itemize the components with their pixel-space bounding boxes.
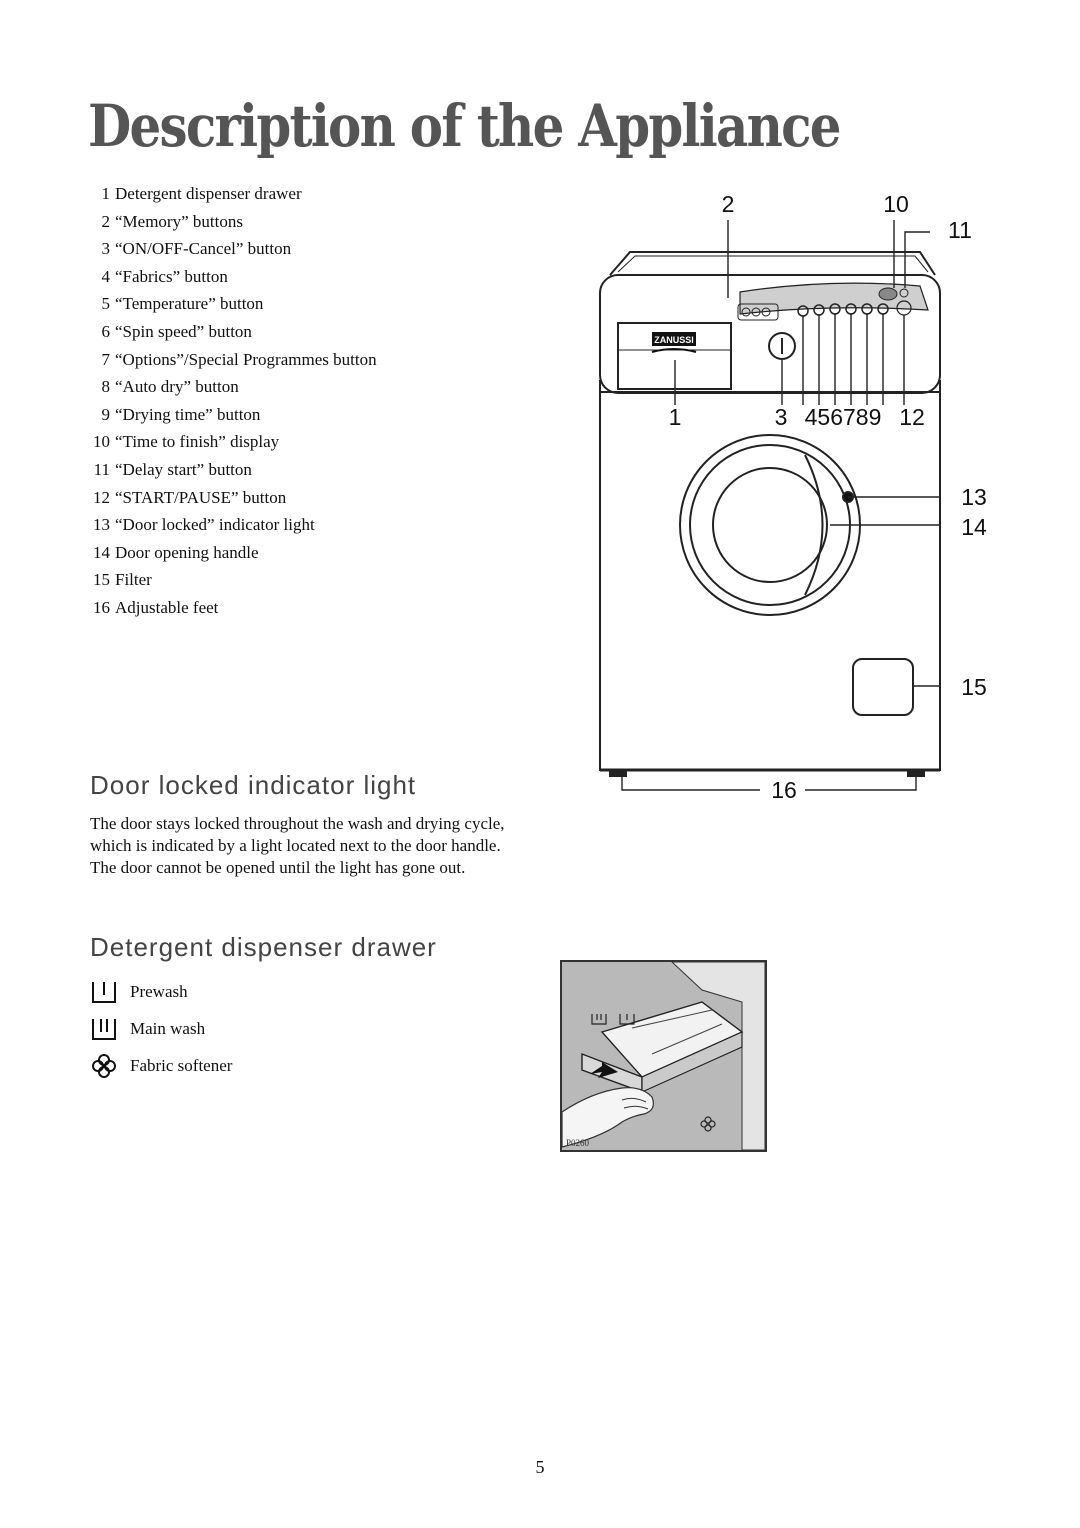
callout-4-9: 456789 (805, 404, 882, 430)
list-item: 7“Options”/Special Programmes button (101, 349, 377, 369)
list-item: 3“ON/OFF-Cancel” button (101, 239, 292, 259)
dispenser-drawer-illustration: P0260 (560, 960, 767, 1152)
drawer-drawing: P0260 (562, 962, 765, 1150)
brand-logo (652, 332, 696, 346)
callout-10: 10 (883, 191, 909, 217)
list-item: 8“Auto dry” button (101, 377, 239, 397)
washing-machine-diagram: ZANUSSI 2 10 11 1 3 456789 12 13 14 15 1… (599, 191, 987, 803)
legend-item-main-wash: Main wash (90, 1010, 232, 1047)
list-item: 12“START/PAUSE” button (93, 487, 287, 507)
callout-2: 2 (722, 191, 735, 217)
page-number: 5 (535, 1457, 545, 1477)
compartment-legend: Prewash Main wash Fabric softener (90, 973, 232, 1084)
list-item: 9“Drying time” button (101, 404, 261, 424)
callout-3: 3 (775, 404, 788, 430)
callout-12: 12 (899, 404, 925, 430)
callout-14: 14 (961, 514, 987, 540)
list-item: 2“Memory” buttons (101, 211, 243, 231)
callout-16: 16 (771, 777, 797, 803)
door-locked-heading: Door locked indicator light (90, 770, 417, 800)
callout-1: 1 (669, 404, 682, 430)
prewash-icon (92, 981, 116, 1003)
detergent-heading: Detergent dispenser drawer (90, 932, 437, 962)
list-item: 10“Time to finish” display (93, 432, 280, 452)
callout-13: 13 (961, 484, 987, 510)
list-item: 5“Temperature” button (101, 294, 264, 314)
main-wash-icon (92, 1018, 116, 1040)
list-item: 4“Fabrics” button (101, 266, 228, 286)
list-item: 13“Door locked” indicator light (93, 515, 315, 535)
list-item: 6“Spin speed” button (101, 321, 252, 341)
callout-15: 15 (961, 674, 987, 700)
door-locked-text: The door stays locked throughout the was… (90, 814, 505, 877)
page-title: Description of the Appliance (88, 92, 842, 160)
legend-item-prewash: Prewash (90, 973, 232, 1010)
fabric-softener-icon (92, 1053, 116, 1078)
callout-11: 11 (948, 217, 972, 243)
brand-text: ZANUSSI (654, 335, 694, 345)
photo-code: P0260 (566, 1138, 590, 1148)
list-item: 11“Delay start” button (93, 459, 252, 479)
legend-item-fabric-softener: Fabric softener (90, 1047, 232, 1084)
